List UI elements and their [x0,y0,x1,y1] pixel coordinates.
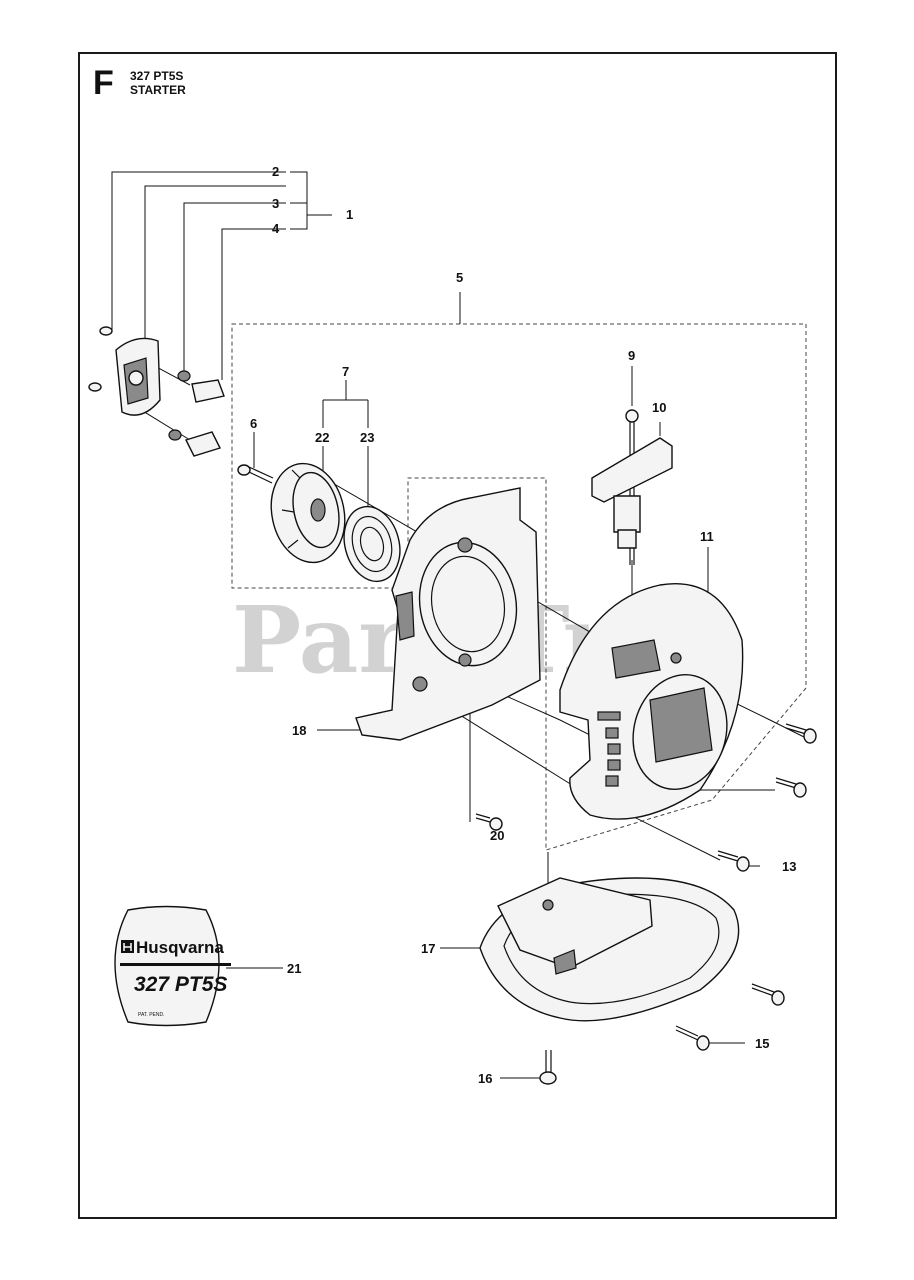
callout-20: 20 [490,828,504,843]
decal-model: 327 PT5S [134,973,227,996]
decal-21: Husqvarna 327 PT5S PAT. PEND. [114,905,231,1027]
assembly-5-boundary [231,323,807,851]
screws-15-16 [539,983,785,1085]
callout-9: 9 [628,348,635,363]
callout-4: 4 [272,221,280,236]
cover-vents [597,711,621,787]
callout-17: 17 [421,941,435,956]
callout-5: 5 [456,270,463,285]
rope-pulley-22 [270,462,346,564]
callout-3: 3 [272,196,279,211]
callout-22: 22 [315,430,329,445]
callout-13: 13 [782,859,796,874]
screws-13 [717,723,817,872]
callout-10: 10 [652,400,666,415]
callout-6: 6 [250,416,257,431]
callout-7: 7 [342,364,349,379]
starter-cover-11 [559,583,744,820]
callout-16: 16 [478,1071,492,1086]
model-title: 327 PT5S [130,69,184,83]
decal-patent: PAT. PEND. [138,1012,165,1018]
assembly-title: STARTER [130,83,186,97]
callout-11: 11 [700,529,714,544]
callout-labels: 2 3 4 1 5 7 22 23 6 9 10 11 18 20 13 17 … [250,164,796,1086]
husqvarna-logo-icon [121,940,134,953]
screw-20 [475,813,503,831]
callout-23: 23 [360,430,374,445]
callout-21: 21 [287,961,301,976]
callout-15: 15 [755,1036,769,1051]
callout-1: 1 [346,207,353,222]
callout-18: 18 [292,723,306,738]
starter-handle-10 [591,409,673,565]
recoil-spring-23 [343,505,401,583]
starter-housing-18 [355,487,541,741]
screw-6 [237,464,274,484]
handle-guard-17 [479,877,740,1022]
section-letter: F [93,64,114,102]
ratchet-parts-group [88,326,225,457]
callout-2: 2 [272,164,279,179]
diagram-frame [78,52,837,1219]
decal-brand: Husqvarna [136,938,224,957]
